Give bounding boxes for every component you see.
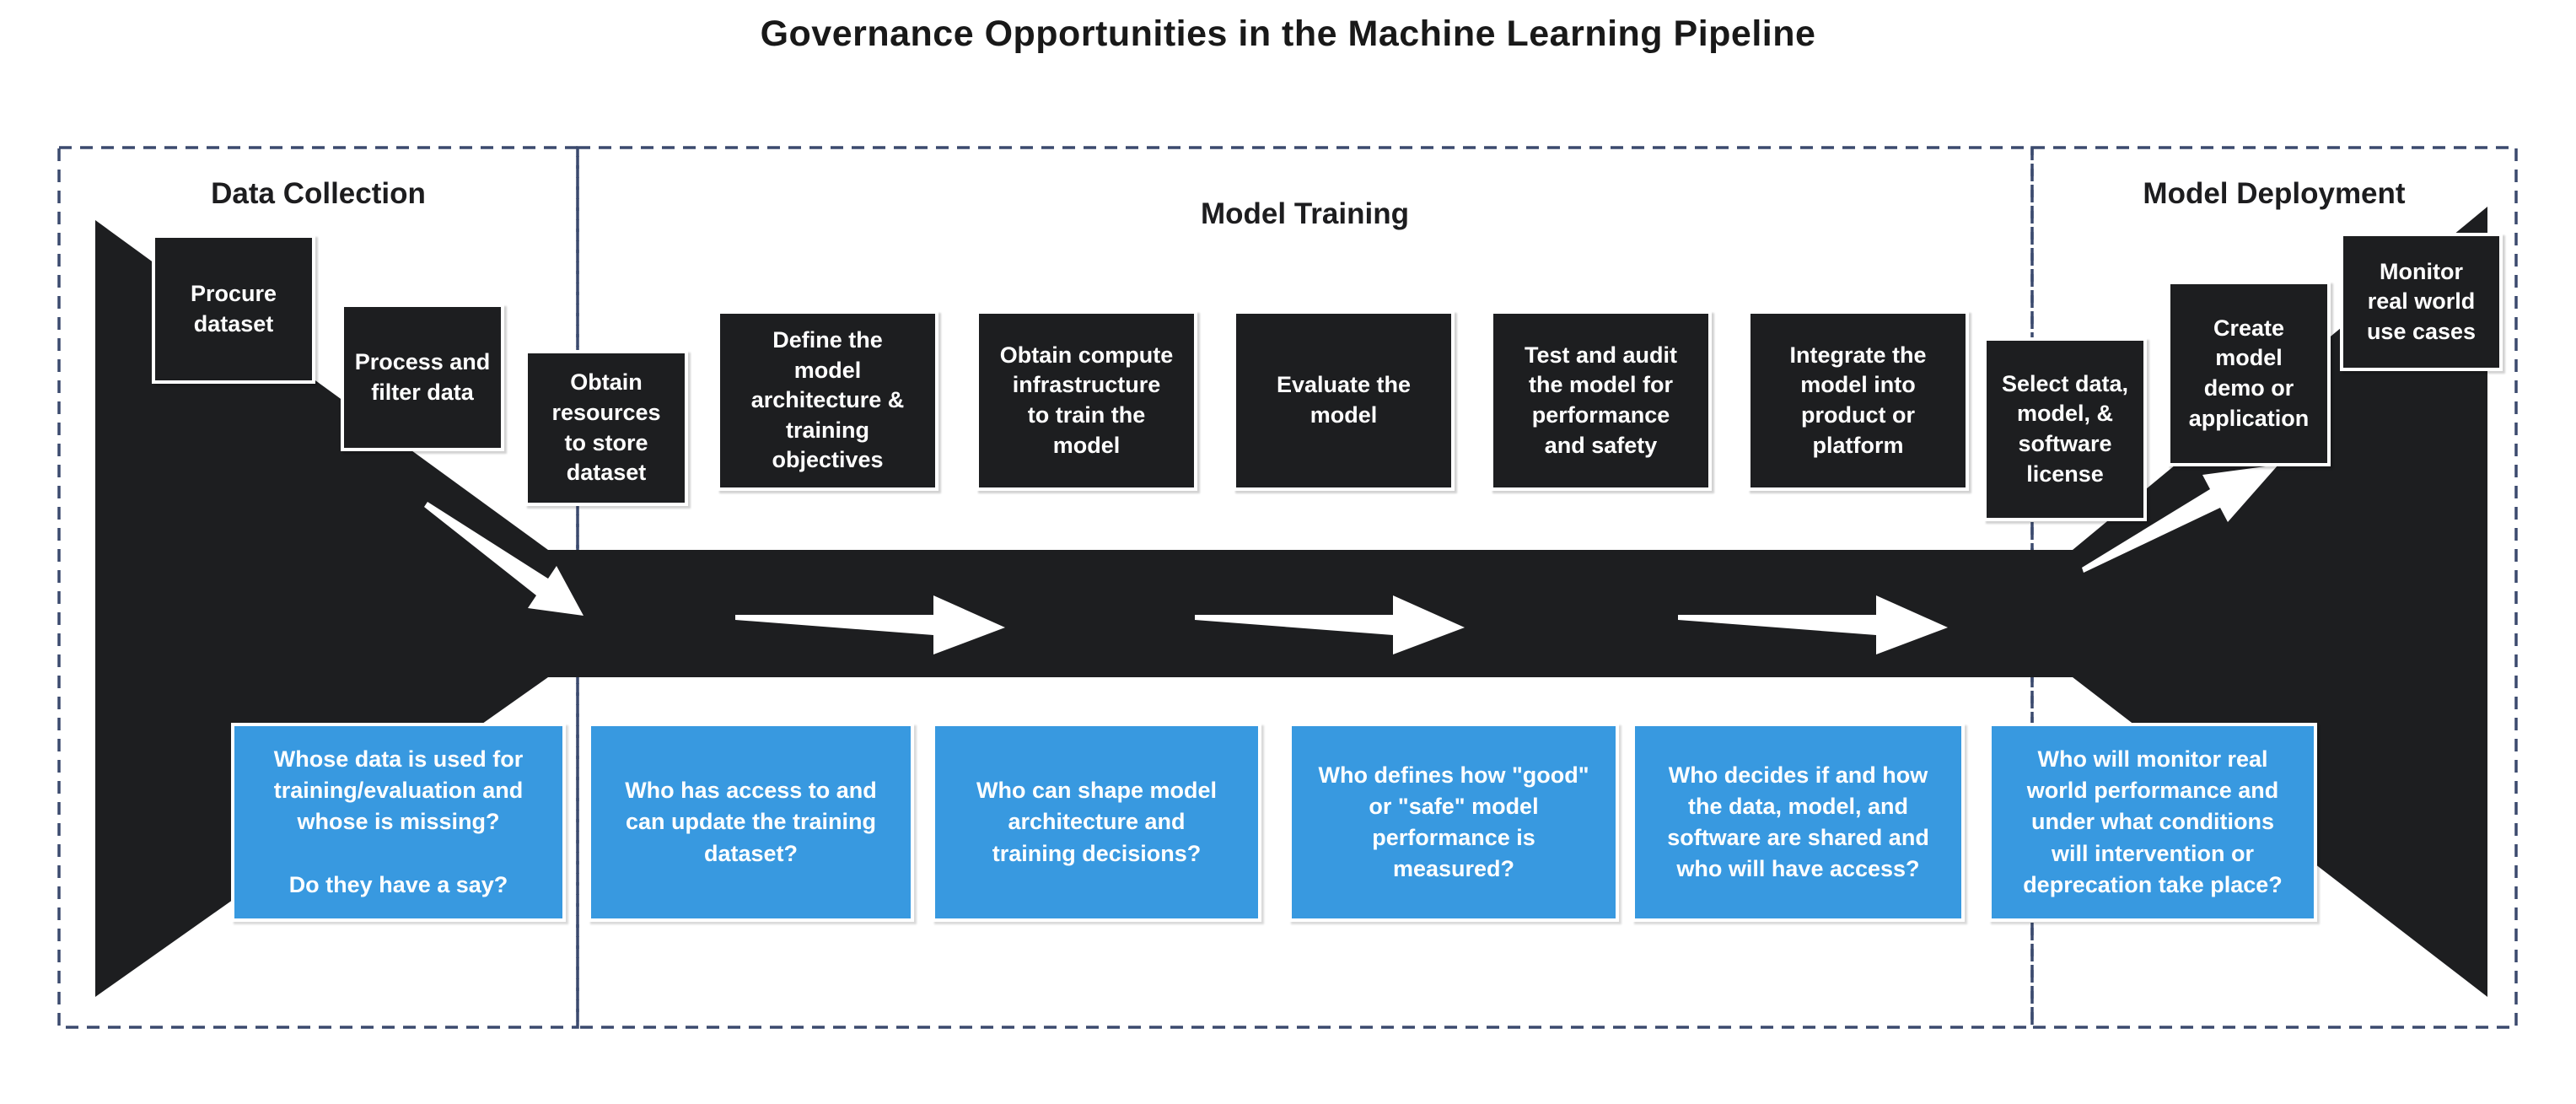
step-select-license: Select data, model, & software license xyxy=(1983,337,2147,521)
step-obtain-storage-resources: Obtain resources to store dataset xyxy=(524,350,688,506)
arrow-up-right-icon xyxy=(2082,465,2278,573)
step-process-filter-data: Process and filter data xyxy=(341,304,504,451)
question-monitor-deprecation: Who will monitor real world performance … xyxy=(1988,723,2317,922)
step-create-demo: Create model demo or application xyxy=(2167,281,2331,466)
arrow-right-icon xyxy=(1678,595,1948,654)
diagram-title: Governance Opportunities in the Machine … xyxy=(760,13,1816,54)
step-procure-dataset: Procure dataset xyxy=(152,234,315,384)
question-whose-data: Whose data is used for training/evaluati… xyxy=(231,723,566,922)
step-define-architecture: Define the model architecture & training… xyxy=(717,310,938,491)
arrow-down-right-icon xyxy=(424,502,583,616)
section-heading-model-training: Model Training xyxy=(1201,197,1409,230)
question-sharing-access: Who decides if and how the data, model, … xyxy=(1632,723,1965,922)
question-shape-architecture: Who can shape model architecture and tra… xyxy=(932,723,1261,922)
step-obtain-compute: Obtain compute infrastructure to train t… xyxy=(976,310,1197,491)
step-test-audit-model: Test and audit the model for performance… xyxy=(1490,310,1712,491)
step-integrate-model: Integrate the model into product or plat… xyxy=(1747,310,1969,491)
section-heading-data-collection: Data Collection xyxy=(211,177,426,210)
step-monitor-use-cases: Monitor real world use cases xyxy=(2340,233,2503,371)
pipeline-funnel-right xyxy=(2073,207,2487,997)
question-define-good-safe: Who defines how "good" or "safe" model p… xyxy=(1288,723,1619,922)
question-dataset-access: Who has access to and can update the tra… xyxy=(588,723,914,922)
pipeline-funnel-left xyxy=(95,220,548,997)
step-evaluate-model: Evaluate the model xyxy=(1233,310,1455,491)
section-heading-model-deployment: Model Deployment xyxy=(2143,177,2406,210)
arrow-right-icon xyxy=(1195,595,1465,654)
arrow-right-icon xyxy=(735,595,1005,654)
pipeline-band xyxy=(546,550,2074,677)
